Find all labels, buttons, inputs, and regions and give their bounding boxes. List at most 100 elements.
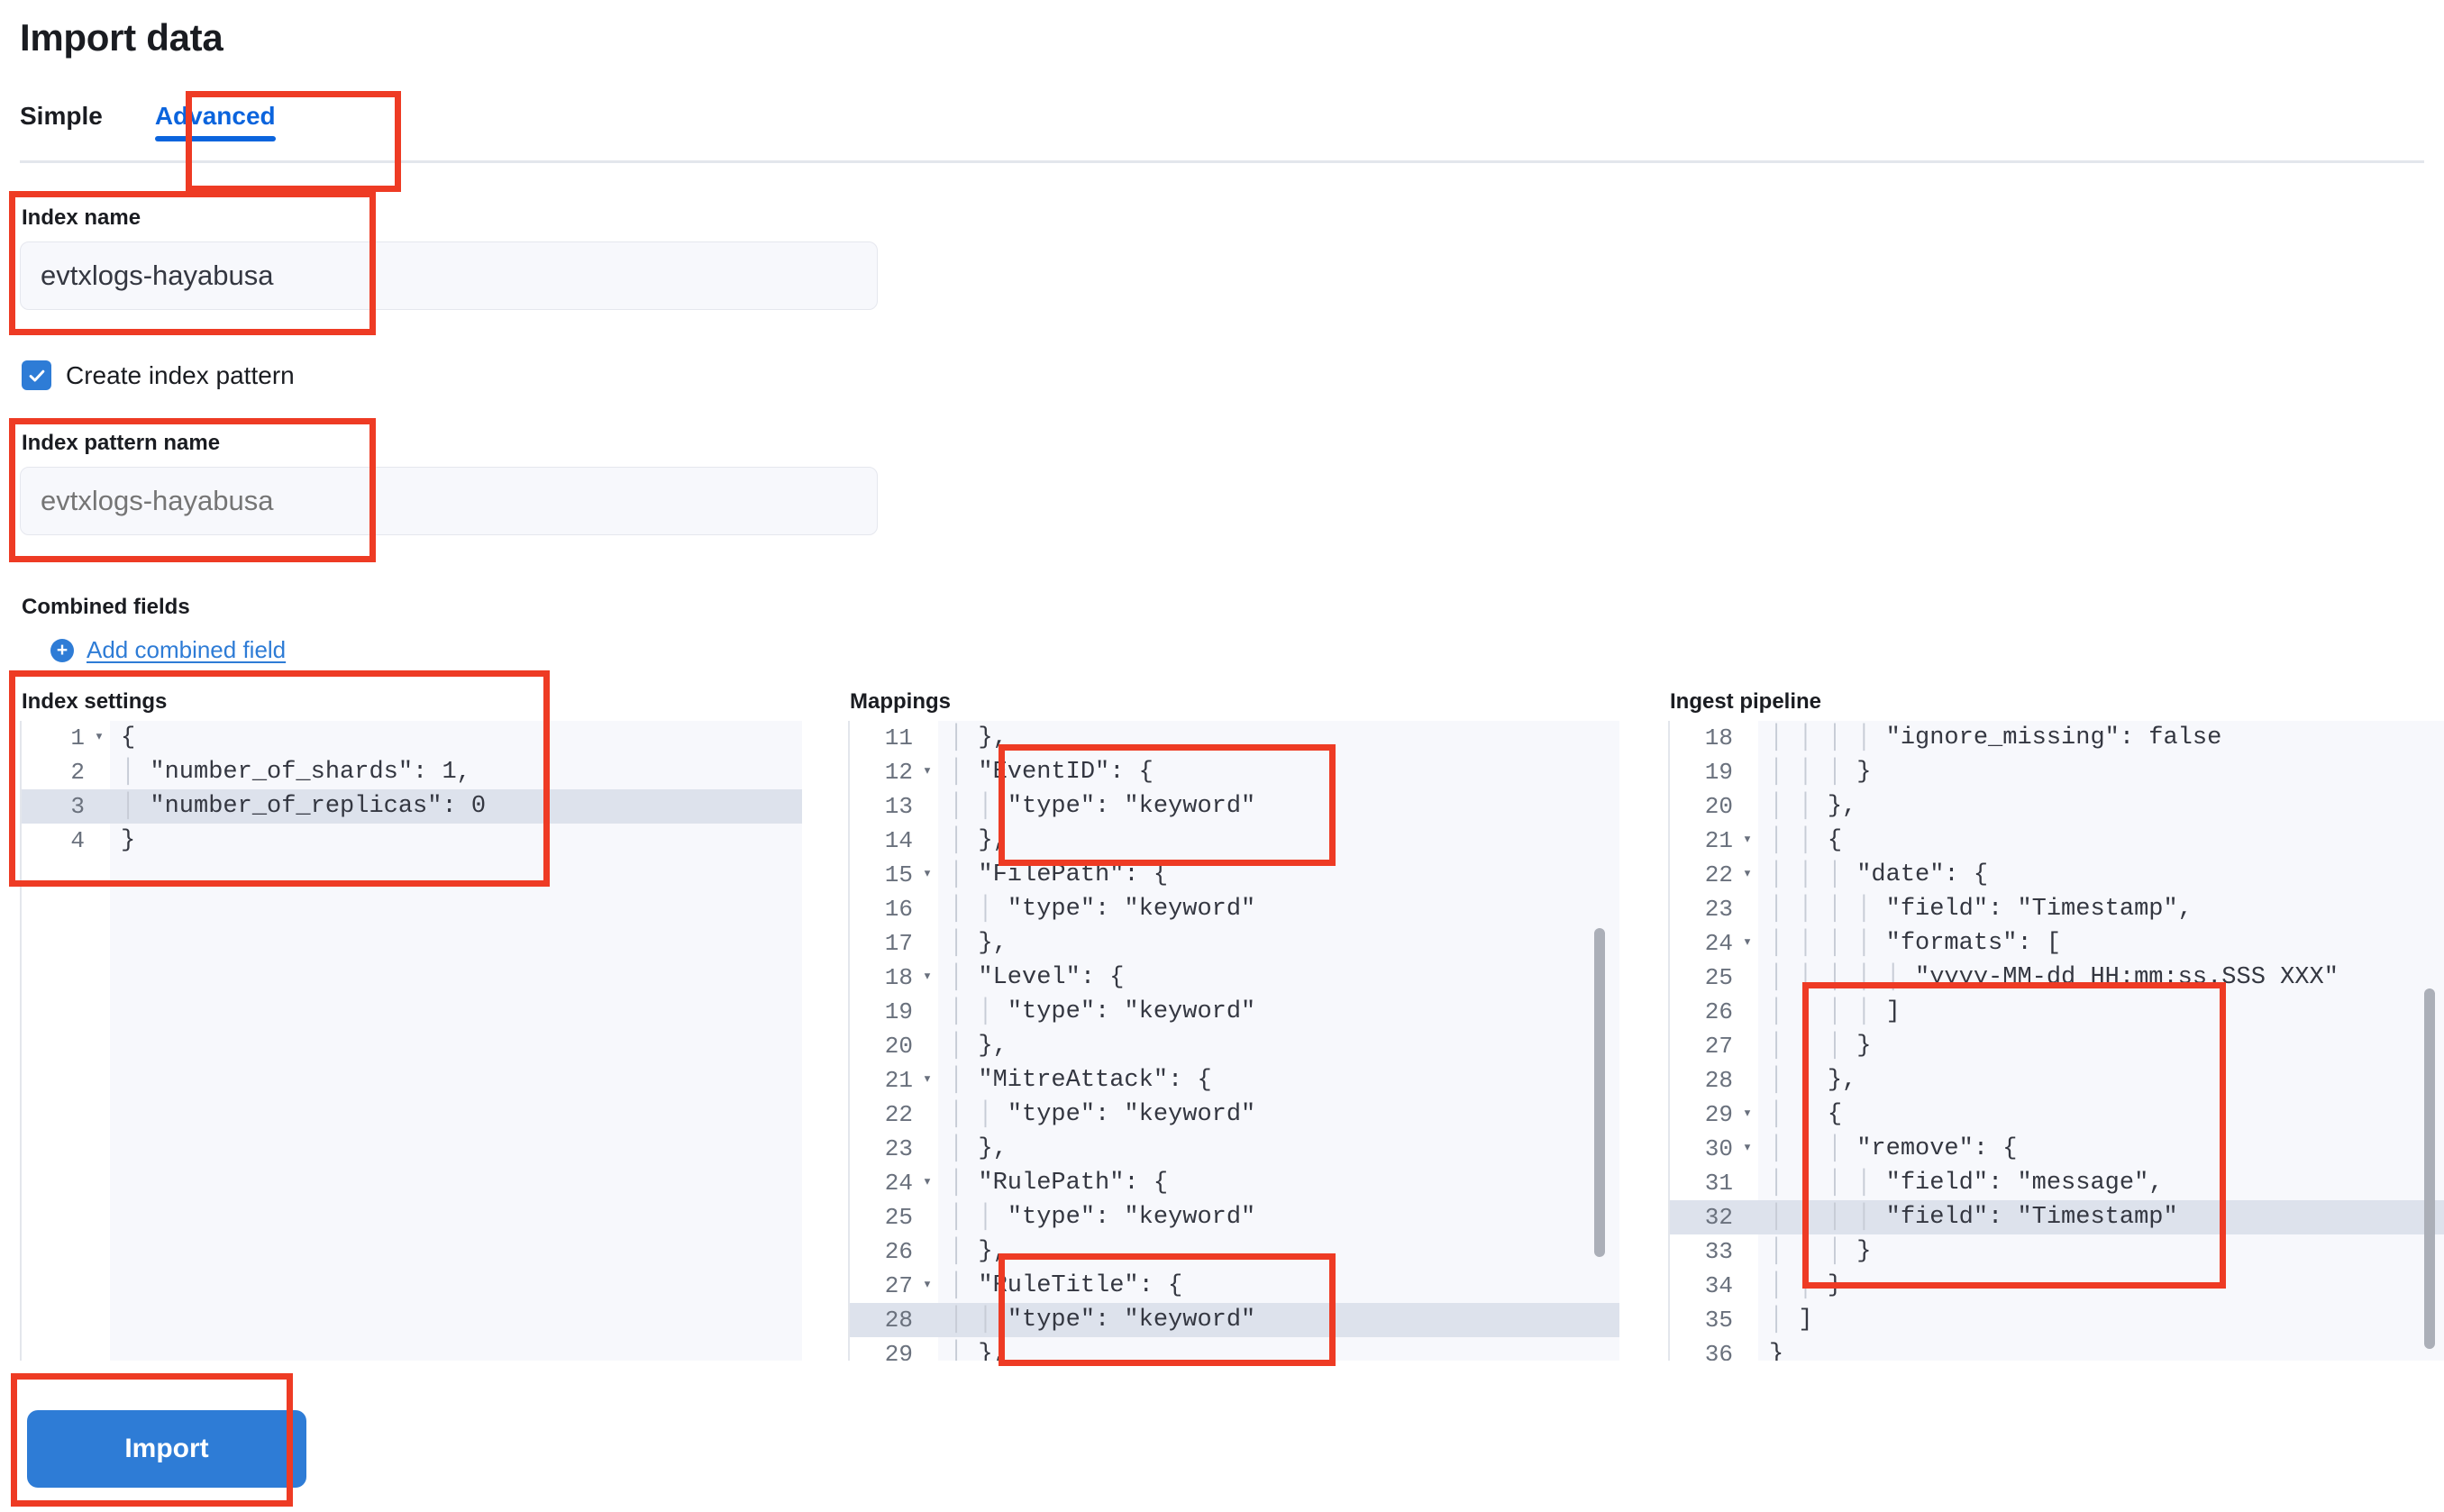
fold-toggle-icon[interactable]: ▾ [1742,832,1753,849]
code-line[interactable]: 29│ }, [850,1337,1619,1361]
create-index-pattern-row[interactable]: Create index pattern [22,360,295,390]
code-line[interactable]: 12▾│ "EventID": { [850,755,1619,789]
code-line[interactable]: 22│ │ "type": "keyword" [850,1098,1619,1132]
fold-toggle-icon[interactable]: ▾ [922,866,933,883]
code-line[interactable]: 32 │ │ │ │ "field": "Timestamp" [1670,1200,2444,1234]
code-line[interactable]: 25│ │ │ │ │ "yyyy-MM-dd HH:mm:ss.SSS XXX… [1670,961,2444,995]
code-line[interactable]: 13 │ │ "type": "keyword" [850,789,1619,824]
fold-toggle-icon[interactable]: ▾ [1742,1140,1753,1157]
fold-toggle-icon[interactable]: ▾ [1742,1106,1753,1123]
line-number: 31 [1704,1170,1733,1197]
code-line[interactable]: 36} [1670,1337,2444,1361]
line-number: 28 [884,1307,913,1334]
code-line[interactable]: 19│ │ "type": "keyword" [850,995,1619,1029]
code-text: │ │ "type": "keyword" [949,793,1256,820]
code-line[interactable]: 20│ │ }, [1670,789,2444,824]
fold-toggle-icon[interactable]: ▾ [922,1174,933,1191]
tab-bar: Simple Advanced [20,97,303,150]
code-line[interactable]: 18│ │ │ │ "ignore_missing": false [1670,721,2444,755]
code-line[interactable]: 24▾│ │ │ │ "formats": [ [1670,926,2444,961]
code-line[interactable]: 34│ │ } [1670,1269,2444,1303]
code-line[interactable]: 22 ▾ │ │ │ "date": { [1670,858,2444,892]
code-line[interactable]: 31 │ │ │ │ "field": "message", [1670,1166,2444,1200]
code-line[interactable]: 27▾│ "RuleTitle": { [850,1269,1619,1303]
code-line[interactable]: 23│ }, [850,1132,1619,1166]
code-line[interactable]: 25│ │ "type": "keyword" [850,1200,1619,1234]
import-button[interactable]: Import [27,1410,306,1488]
fold-toggle-icon[interactable]: ▾ [922,969,933,986]
line-number: 1 [70,724,85,751]
line-number: 30 [1704,1135,1733,1162]
code-line[interactable]: 15▾│ "FilePath": { [850,858,1619,892]
code-text: │ "number_of_shards": 1 [121,759,457,786]
code-line[interactable]: 21▾│ "MitreAttack": { [850,1063,1619,1098]
index-pattern-name-input[interactable] [20,467,878,535]
code-line[interactable]: 17│ }, [850,926,1619,961]
code-line[interactable]: 24▾│ "RulePath": { [850,1166,1619,1200]
code-text: │ │ │ "remove": { [1769,1135,2018,1162]
fold-toggle-icon[interactable]: ▾ [1742,934,1753,952]
add-combined-field-button[interactable]: + Add combined field [50,636,286,664]
code-line[interactable]: 1▾{ [22,721,802,755]
line-number: 27 [1704,1033,1733,1060]
index-settings-editor[interactable]: 1▾{2│ "number_of_shards": 1,3│ "number_o… [20,721,802,1361]
code-line[interactable]: 26│ }, [850,1234,1619,1269]
ingest-pipeline-scrollbar[interactable] [2424,988,2435,1349]
create-index-pattern-checkbox[interactable] [22,360,51,390]
code-line[interactable]: 28 │ │ "type": "keyword" [850,1303,1619,1337]
mappings-scrollbar[interactable] [1594,928,1605,1257]
line-number: 29 [884,1341,913,1361]
code-text: │ │ │ │ "field": "message", [1769,1170,2164,1197]
fold-toggle-icon[interactable]: ▾ [922,1277,933,1294]
code-text: │ │ │ │ "field": "Timestamp" [1769,1204,2178,1231]
ingest-pipeline-gutter [1670,721,1758,1361]
line-number: 32 [1704,1204,1733,1231]
code-line[interactable]: 3│ "number_of_replicas": 0 [22,789,802,824]
fold-toggle-icon[interactable]: ▾ [922,1071,933,1088]
code-line[interactable]: 4} [22,824,802,858]
code-line[interactable]: 18▾│ "Level": { [850,961,1619,995]
line-number: 22 [884,1101,913,1128]
line-number: 28 [1704,1067,1733,1094]
code-line[interactable]: 14│ }, [850,824,1619,858]
code-line[interactable]: 30 ▾ │ │ │ "remove": { [1670,1132,2444,1166]
line-number: 3 [70,793,85,820]
line-number: 29 [1704,1101,1733,1128]
fold-toggle-icon[interactable]: ▾ [922,763,933,780]
code-line[interactable]: 2│ "number_of_shards": 1, [22,755,802,789]
line-number: 14 [884,827,913,854]
tab-simple[interactable]: Simple [20,102,103,130]
code-text: │ │ { [1769,827,1843,854]
code-line[interactable]: 21▾│ │ { [1670,824,2444,858]
line-number: 26 [1704,998,1733,1025]
code-text: │ │ │ "date": { [1769,861,1989,888]
code-line[interactable]: 11│ }, [850,721,1619,755]
code-line[interactable]: 27│ │ │ } [1670,1029,2444,1063]
code-line[interactable]: 35│ ] [1670,1303,2444,1337]
index-name-label: Index name [22,205,141,230]
code-line[interactable]: 16│ │ "type": "keyword" [850,892,1619,926]
fold-toggle-icon[interactable]: ▾ [1742,866,1753,883]
code-text: │ "FilePath": { [949,861,1169,888]
line-number: 22 [1704,861,1733,888]
code-line[interactable]: 29▾│ │ { [1670,1098,2444,1132]
code-line[interactable]: 23│ │ │ │ "field": "Timestamp", [1670,892,2444,926]
code-line[interactable]: 19│ │ │ } [1670,755,2444,789]
index-name-input[interactable] [20,241,878,310]
code-line[interactable]: 28│ │ }, [1670,1063,2444,1098]
fold-toggle-icon[interactable]: ▾ [94,729,105,746]
mappings-code[interactable]: 11│ },12▾│ "EventID": { 13 │ │ "type": "ke… [850,721,1619,1361]
index-settings-code[interactable]: 1▾{2│ "number_of_shards": 1,3│ "number_o… [22,721,802,858]
code-line[interactable]: 20│ }, [850,1029,1619,1063]
tab-advanced[interactable]: Advanced [128,97,303,150]
line-number: 13 [884,793,913,820]
code-text: │ │ │ │ │ "yyyy-MM-dd HH:mm:ss.SSS XXX" [1769,964,2339,991]
mappings-editor[interactable]: 11│ },12▾│ "EventID": { 13 │ │ "type": "ke… [848,721,1619,1361]
code-text: │ │ "type": "keyword" [949,1307,1256,1334]
code-line[interactable]: 26│ │ │ │ ] [1670,995,2444,1029]
code-text: │ "RulePath": { [949,1170,1169,1197]
code-text: │ }, [949,1033,1008,1060]
code-line[interactable]: 33│ │ │ } [1670,1234,2444,1269]
